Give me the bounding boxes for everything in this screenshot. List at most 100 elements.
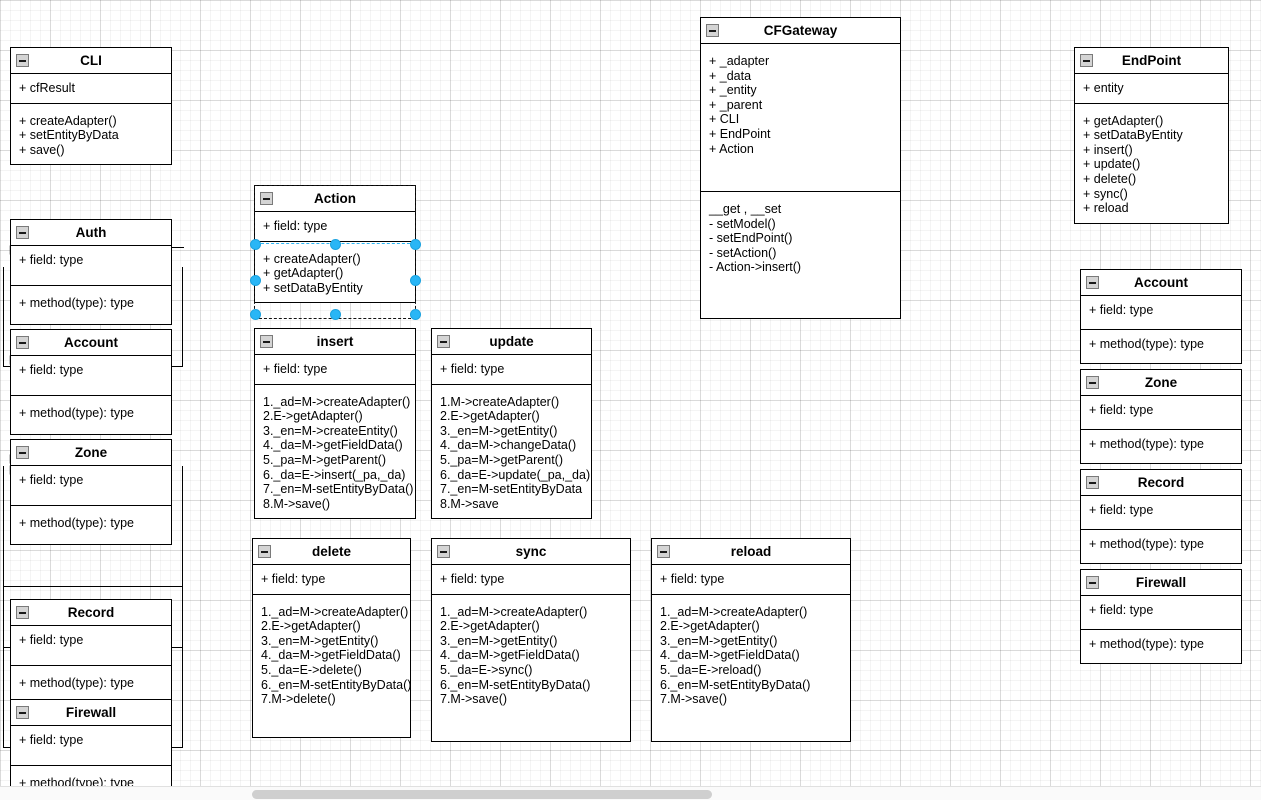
class-title-delete: delete xyxy=(253,539,410,565)
attributes-compartment: + field: type xyxy=(1081,396,1241,430)
collapse-minus-icon[interactable] xyxy=(258,545,271,558)
class-name-label: Account xyxy=(64,335,118,350)
collapse-minus-icon[interactable] xyxy=(1086,276,1099,289)
method-row: 4._da=M->getFieldData() xyxy=(263,438,403,453)
collapse-minus-icon[interactable] xyxy=(16,706,29,719)
collapse-minus-icon[interactable] xyxy=(706,24,719,37)
method-row: 3._en=M->getEntity() xyxy=(261,633,379,648)
class-box-action[interactable]: Action + field: type + createAdapter() +… xyxy=(254,185,416,304)
attribute-row: + field: type xyxy=(440,572,505,586)
method-row: 6._en=M-setEntityByData() xyxy=(440,677,591,692)
class-box-zone-right[interactable]: Zone + field: type + method(type): type xyxy=(1080,369,1242,464)
methods-compartment: 1._ad=M->createAdapter() 2.E->getAdapter… xyxy=(253,594,411,714)
collapse-minus-icon[interactable] xyxy=(16,446,29,459)
method-row: + method(type): type xyxy=(1089,537,1204,551)
horizontal-scrollbar-thumb[interactable] xyxy=(252,790,712,799)
horizontal-scrollbar-track[interactable] xyxy=(0,786,1261,800)
methods-compartment: + method(type): type xyxy=(11,666,171,704)
collapse-minus-icon[interactable] xyxy=(260,335,273,348)
resize-handle-middle-left[interactable] xyxy=(250,275,261,286)
methods-compartment: + method(type): type xyxy=(1081,630,1241,663)
attribute-row: + field: type xyxy=(440,362,505,376)
class-box-account-right[interactable]: Account + field: type + method(type): ty… xyxy=(1080,269,1242,364)
resize-handle-bottom-left[interactable] xyxy=(250,309,261,320)
class-box-insert[interactable]: insert + field: type 1._ad=M->createAdap… xyxy=(254,328,416,520)
method-row: 5._da=E->delete() xyxy=(261,662,362,677)
class-box-account-left[interactable]: Account + field: type + method(type): ty… xyxy=(10,329,172,435)
class-title-account-left: Account xyxy=(11,330,171,356)
collapse-minus-icon[interactable] xyxy=(1086,476,1099,489)
resize-handle-middle-right[interactable] xyxy=(410,275,421,286)
class-box-update[interactable]: update + field: type 1.M->createAdapter(… xyxy=(431,328,592,520)
collapse-minus-icon[interactable] xyxy=(16,226,29,239)
attribute-row: + field: type xyxy=(1089,303,1154,317)
class-box-cfgateway[interactable]: CFGateway + _adapter + _data + _entity +… xyxy=(700,17,901,319)
attributes-compartment: + field: type xyxy=(432,565,630,595)
class-title-endpoint: EndPoint xyxy=(1075,48,1228,74)
attribute-row: + field: type xyxy=(660,572,725,586)
resize-handle-top-right[interactable] xyxy=(410,239,421,250)
class-title-cfgateway: CFGateway xyxy=(701,18,900,44)
attribute-row: + field: type xyxy=(263,362,328,376)
class-name-label: CFGateway xyxy=(763,23,838,38)
class-title-record-left: Record xyxy=(11,600,171,626)
class-box-endpoint[interactable]: EndPoint + entity + getAdapter() + setDa… xyxy=(1074,47,1229,224)
methods-compartment: 1._ad=M->createAdapter() 2.E->getAdapter… xyxy=(432,594,630,714)
class-name-label: EndPoint xyxy=(1121,53,1182,68)
collapse-minus-icon[interactable] xyxy=(437,545,450,558)
method-row: 5._da=E->sync() xyxy=(440,662,533,677)
resize-handle-bottom-right[interactable] xyxy=(410,309,421,320)
collapse-minus-icon[interactable] xyxy=(16,336,29,349)
method-row: + createAdapter() xyxy=(19,113,117,128)
collapse-minus-icon[interactable] xyxy=(260,192,273,205)
class-box-record-right[interactable]: Record + field: type + method(type): typ… xyxy=(1080,469,1242,564)
methods-compartment: 1._ad=M->createAdapter() 2.E->getAdapter… xyxy=(652,594,850,714)
attributes-compartment: + field: type xyxy=(652,565,850,595)
method-row: 3._en=M->getEntity() xyxy=(440,423,558,438)
method-row: 2.E->getAdapter() xyxy=(440,619,540,634)
method-row: 5._da=E->reload() xyxy=(660,662,762,677)
resize-handle-bottom-center[interactable] xyxy=(330,309,341,320)
attribute-row: + field: type xyxy=(19,363,84,377)
attributes-compartment: + field: type xyxy=(1081,496,1241,530)
method-row: 2.E->getAdapter() xyxy=(263,409,363,424)
class-name-label: insert xyxy=(316,334,354,349)
resize-handle-top-center[interactable] xyxy=(330,239,341,250)
collapse-minus-icon[interactable] xyxy=(657,545,670,558)
attributes-compartment: + field: type xyxy=(1081,296,1241,330)
collapse-minus-icon[interactable] xyxy=(1086,376,1099,389)
methods-compartment: + method(type): type xyxy=(1081,330,1241,363)
class-box-firewall-left[interactable]: Firewall + field: type + method(type): t… xyxy=(10,699,172,800)
collapse-minus-icon[interactable] xyxy=(16,606,29,619)
class-box-record-left[interactable]: Record + field: type + method(type): typ… xyxy=(10,599,172,705)
class-box-sync[interactable]: sync + field: type 1._ad=M->createAdapte… xyxy=(431,538,631,742)
class-name-label: delete xyxy=(311,544,352,559)
method-row: 7.M->save() xyxy=(440,692,508,707)
class-box-delete[interactable]: delete + field: type 1._ad=M->createAdap… xyxy=(252,538,411,738)
method-row: 7._en=M-setEntityByData() xyxy=(263,482,414,497)
class-box-auth[interactable]: Auth + field: type + method(type): type xyxy=(10,219,172,325)
attributes-compartment: + field: type xyxy=(11,626,171,666)
resize-handle-top-left[interactable] xyxy=(250,239,261,250)
class-box-cli[interactable]: CLI + cfResult + createAdapter() + setEn… xyxy=(10,47,172,166)
collapse-minus-icon[interactable] xyxy=(437,335,450,348)
method-row: + method(type): type xyxy=(19,406,134,420)
class-box-reload[interactable]: reload + field: type 1._ad=M->createAdap… xyxy=(651,538,851,742)
class-box-zone-left[interactable]: Zone + field: type + method(type): type xyxy=(10,439,172,545)
methods-compartment: + method(type): type xyxy=(1081,530,1241,563)
attributes-compartment: + field: type xyxy=(255,355,415,385)
class-box-firewall-right[interactable]: Firewall + field: type + method(type): t… xyxy=(1080,569,1242,664)
class-title-firewall-right: Firewall xyxy=(1081,570,1241,596)
method-row: 4._da=M->changeData() xyxy=(440,438,577,453)
method-row: 6._da=E->update(_pa,_da) xyxy=(440,467,591,482)
collapse-minus-icon[interactable] xyxy=(1086,576,1099,589)
class-title-zone-right: Zone xyxy=(1081,370,1241,396)
method-row: + delete() xyxy=(1083,171,1137,186)
collapse-minus-icon[interactable] xyxy=(1080,54,1093,67)
method-row: __get , __set xyxy=(709,202,782,216)
method-row: + save() xyxy=(19,142,65,157)
collapse-minus-icon[interactable] xyxy=(16,54,29,67)
class-name-label: Action xyxy=(314,191,356,206)
method-row: 2.E->getAdapter() xyxy=(261,619,361,634)
